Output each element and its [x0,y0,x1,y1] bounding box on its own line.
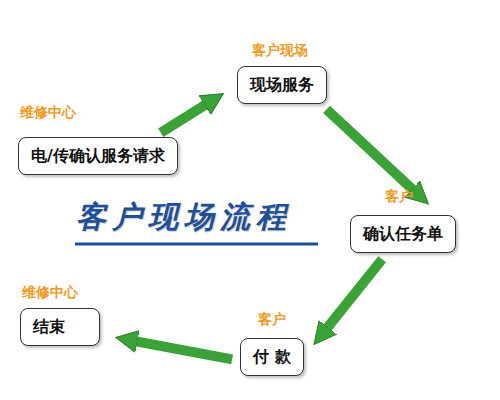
flow-arrow [161,103,208,133]
process-node: 客户现场现场服务 [237,41,327,104]
title-underline [75,243,318,246]
location-heading: 维修中心 [22,283,100,301]
flow-arrow [133,341,232,359]
process-node: 客户确认任务单 [350,187,456,253]
process-box: 确认任务单 [350,215,456,253]
location-heading: 客户 [385,187,456,205]
process-box: 现场服务 [237,66,327,104]
flow-arrow [327,109,416,191]
process-node: 维修中心结束 [20,283,100,346]
process-node: 客户付 款 [240,310,304,376]
process-box: 结束 [20,308,100,346]
process-node: 维修中心电/传确认服务请求 [18,103,178,175]
process-box: 付 款 [240,338,304,376]
process-box: 电/传确认服务请求 [18,137,178,175]
location-heading: 客户现场 [252,41,327,59]
flow-arrow [325,259,382,330]
location-heading: 维修中心 [20,103,178,121]
location-heading: 客户 [258,310,304,328]
diagram-title: 客户现场流程 [76,197,292,238]
